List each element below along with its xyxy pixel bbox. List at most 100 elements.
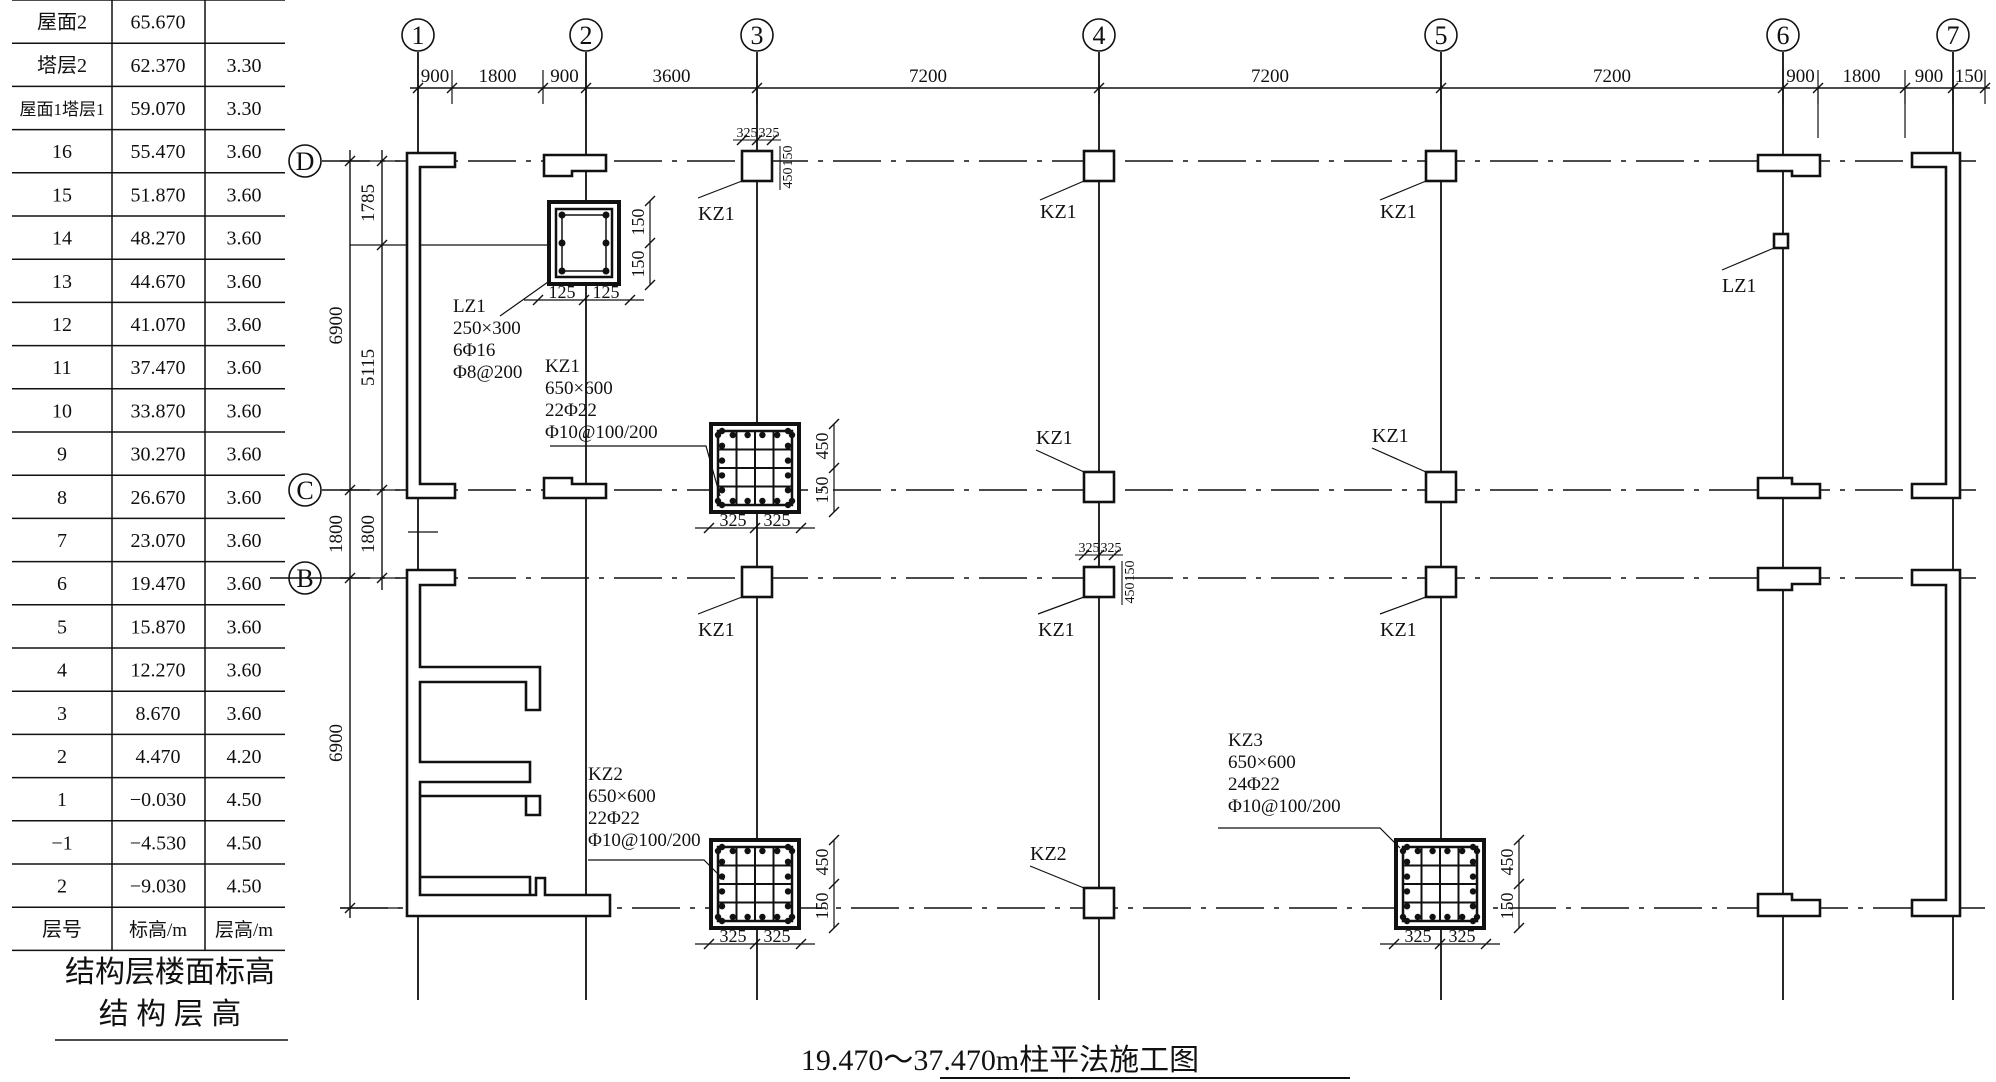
dim-w1: 325 [720,926,747,946]
axis-label: 5 [1435,21,1448,50]
cell-height: 3.60 [227,228,262,250]
cell-height: 3.60 [227,271,262,293]
dim-top: 150 [1955,66,1984,87]
column-kz1-d3 [740,149,774,183]
cell-elevation: 26.670 [131,487,186,509]
detail-bars: 24Φ22 [1228,774,1280,795]
cell-height: 3.30 [227,55,262,77]
cell-floor: 10 [52,400,72,422]
axis-bubble-7: 7 [1936,18,1970,52]
column-kz1-b4 [1082,565,1116,599]
cell-floor: 5 [57,616,67,638]
detail-bars: 22Φ22 [588,808,640,829]
cell-floor: 13 [52,271,72,293]
dim-w2: 325 [764,926,791,946]
cell-height: 3.60 [227,400,262,422]
dim-b: 325 [759,126,780,141]
cell-floor: 2 [57,746,67,768]
cell-height: 3.60 [227,357,262,379]
cell-floor: 屋面1塔层1 [20,100,105,119]
axis-label: 6 [1777,21,1790,50]
label-kz1-d5: KZ1 [1380,201,1417,223]
detail-stirrup: Φ10@100/200 [588,830,701,851]
dim-top: 1800 [479,66,517,87]
dim-c: 450 [1123,583,1138,604]
detail-name: KZ1 [545,356,580,377]
dim-left-outer: 6900 [326,724,347,762]
cell-elevation: −9.030 [130,876,186,898]
dim-d1: 150 [628,209,648,236]
dim-w1: 325 [1405,926,1432,946]
cell-height: 3.60 [227,141,262,163]
cell-floor: 12 [52,314,72,336]
dim-left-inner: 5115 [358,349,379,386]
axis-bubble-C: C [288,473,322,507]
dim-top: 7200 [1593,66,1631,87]
cell-floor: 14 [52,228,72,250]
leader-lz1 [499,281,549,317]
table-caption-elevation: 结构层楼面标高 [65,956,275,989]
dim-w1: 325 [720,510,747,530]
cell-floor: 1 [57,789,67,811]
cell-height: 3.60 [227,530,262,552]
cell-elevation: 41.070 [131,314,186,336]
column-kz1-b5 [1424,565,1458,599]
label-kz1-c4: KZ1 [1036,427,1073,449]
cell-height: 3.60 [227,314,262,336]
label-kz1-d4: KZ1 [1040,201,1077,223]
axis-bubble-2: 2 [569,18,603,52]
cell-elevation: 15.870 [131,616,186,638]
cell-elevation: 44.670 [131,271,186,293]
cell-floor: −1 [51,832,72,854]
wall-stub-c6 [1756,476,1822,500]
dim-w2: 325 [764,510,791,530]
dim-d2: 150 [812,893,832,920]
column-lz1-small [1772,232,1790,250]
detail-name: KZ3 [1228,730,1263,751]
detail-name: LZ1 [453,296,486,317]
detail-size: 250×300 [453,318,521,339]
axis-bubble-3: 3 [740,18,774,52]
dim-d2: 150 [1497,893,1517,920]
dim-d1: 450 [1497,849,1517,876]
dim-a: 325 [737,126,758,141]
dim-w2: 325 [1449,926,1476,946]
cell-elevation: 19.470 [131,573,186,595]
annotation-labels: KZ1 KZ1 KZ1 LZ1 KZ1 KZ1 KZ1 KZ1 KZ1 KZ2 [697,180,1775,889]
cell-elevation: 23.070 [131,530,186,552]
cell-floor: 塔层2 [37,54,87,77]
cell-elevation: 30.270 [131,444,186,466]
column-section-details [547,200,1486,930]
detail-stirrup: Φ10@100/200 [1228,796,1341,817]
dim-d2: 150 [628,251,648,278]
axis-label: 4 [1093,21,1106,50]
dim-top: 900 [1915,66,1944,87]
dim-top: 3600 [653,66,691,87]
cell-elevation: 55.470 [131,141,186,163]
structure-elements [405,149,1962,920]
cell-floor: 11 [52,357,71,379]
dim-d1: 450 [812,849,832,876]
cell-elevation: −4.530 [130,832,186,854]
axis-bubble-4: 4 [1082,18,1116,52]
axis-label: D [296,147,315,176]
kz3-dims: 325 325 450 150 [1380,834,1525,950]
dim-d: 150 [781,146,796,167]
detail-name: KZ2 [588,764,623,785]
